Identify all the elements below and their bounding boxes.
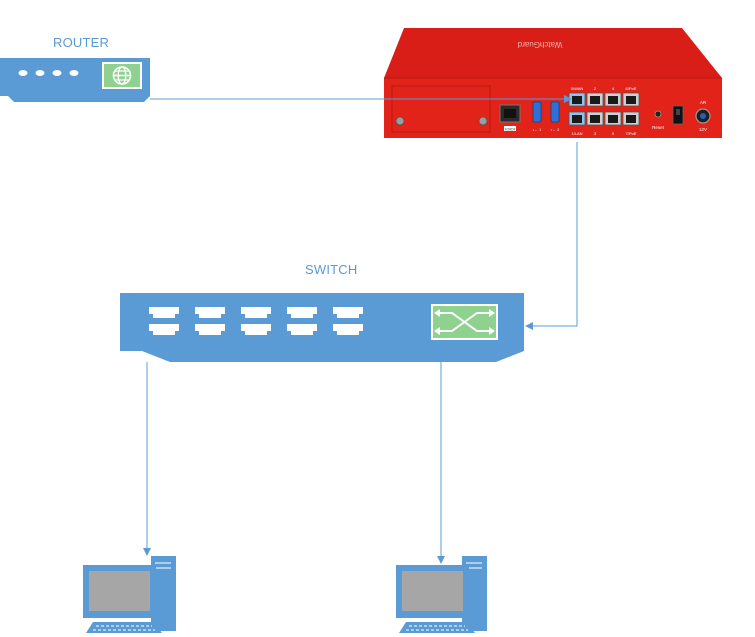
switch-port-icon	[241, 307, 271, 318]
ethernet-port: 4	[604, 86, 622, 107]
switch-port-icon	[333, 307, 363, 318]
switch-port-icon	[195, 324, 225, 335]
usb-label-2: •← 2	[551, 127, 561, 132]
switch-label: SWITCH	[305, 262, 358, 277]
ethernet-port-label: 3	[594, 131, 597, 136]
workstation-1	[83, 556, 176, 633]
switch-port-icon	[149, 324, 179, 335]
ethernet-port-label: 6/PoE	[626, 86, 637, 91]
switch-ports	[149, 307, 363, 335]
screw-left	[395, 116, 405, 126]
power-label: 12V	[699, 127, 707, 132]
ethernet-port: 7/PoE	[622, 111, 640, 136]
firewall-appliance: WatchGuard IOIOI •← 1 •← 2 0/WAN 2 4 6/PoE 1…	[384, 28, 722, 138]
ethernet-port-label: 2	[594, 86, 597, 91]
usb-ports: •← 1 •← 2	[532, 101, 561, 132]
ethernet-port: 6/PoE	[622, 86, 640, 107]
screw-right	[478, 116, 488, 126]
usb-port-2	[550, 101, 560, 123]
firewall-bay	[391, 85, 491, 133]
router-base	[8, 96, 150, 102]
switch-port-icon	[333, 324, 363, 335]
ethernet-port-label: 1/LAN	[571, 131, 582, 136]
switch-device	[120, 293, 524, 362]
computer-icon	[83, 556, 176, 633]
switch-base	[142, 351, 524, 362]
ethernet-port-label: 7/PoE	[626, 131, 637, 136]
power-switch	[672, 105, 684, 125]
router-label: ROUTER	[53, 35, 110, 50]
ethernet-port: 3	[586, 111, 604, 136]
ethernet-ports: 0/WAN 2 4 6/PoE 1/LAN 3 5 7/PoE	[568, 86, 640, 136]
ethernet-port-label: 5	[612, 131, 615, 136]
ethernet-port: 5	[604, 111, 622, 136]
router-led-dots	[18, 70, 79, 76]
reset-button: Reset	[652, 110, 665, 130]
switch-port-icon	[241, 324, 271, 335]
power-connector: AR 12V	[695, 100, 711, 132]
globe-icon	[102, 62, 142, 89]
switch-port-icon	[287, 324, 317, 335]
computer-icon	[396, 556, 487, 633]
firewall-to-switch-link	[525, 142, 578, 330]
usb-label-1: •← 1	[533, 127, 543, 132]
ethernet-port: 2	[586, 86, 604, 107]
connections	[143, 95, 578, 564]
switch-port-icon	[287, 307, 317, 318]
ethernet-port: 1/LAN	[568, 111, 586, 136]
ethernet-port-label: 4	[612, 86, 615, 91]
console-label: IOIOI	[505, 127, 515, 132]
workstation-2	[396, 556, 487, 633]
switch-arrows-icon	[431, 304, 498, 340]
reset-label: Reset	[652, 125, 665, 130]
switch-port-icon	[149, 307, 179, 318]
switch-port-icon	[195, 307, 225, 318]
firewall-brand-logo: WatchGuard	[518, 40, 563, 49]
console-port: IOIOI	[499, 104, 521, 132]
ethernet-port: 0/WAN	[568, 86, 586, 107]
power-top-label: AR	[700, 100, 707, 105]
router-device	[0, 58, 150, 102]
usb-port-1	[532, 101, 542, 123]
ethernet-port-label: 0/WAN	[571, 86, 584, 91]
firewall-top	[384, 28, 722, 78]
